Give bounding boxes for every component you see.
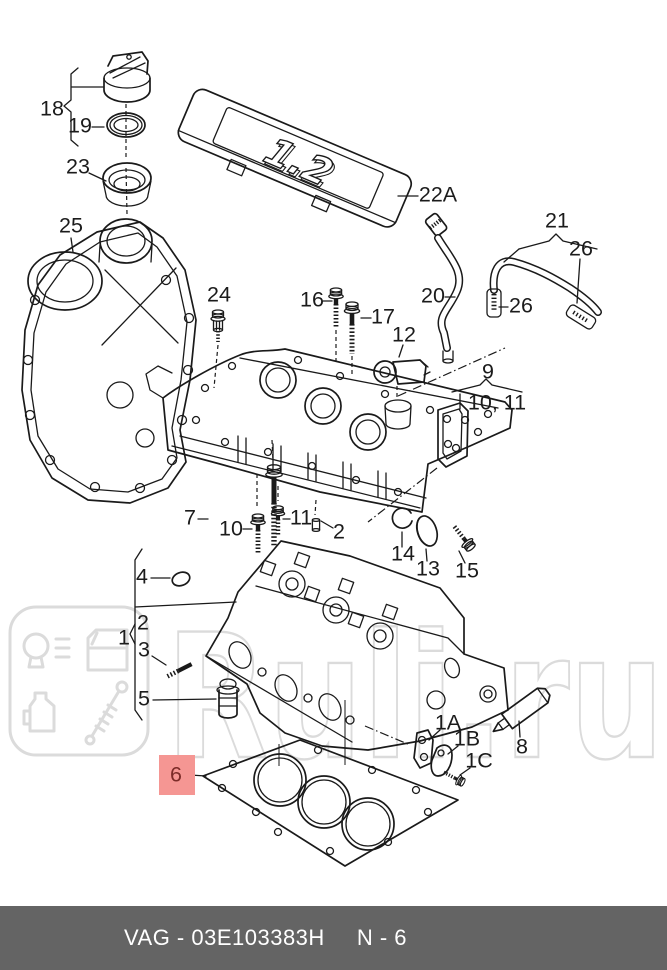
shock-absorber-icon: [84, 680, 129, 746]
plug-5: [216, 678, 240, 719]
part-label-1C[interactable]: 1C: [465, 749, 492, 773]
site-watermark-text: Ruli.ru: [166, 597, 664, 798]
part-label-11[interactable]: 11: [290, 506, 312, 530]
hose-connector-right: [565, 304, 597, 330]
catalog-page-code: N - 6: [356, 925, 407, 950]
part-label-15[interactable]: 15: [455, 559, 479, 583]
filler-opening-left: [27, 251, 103, 311]
part-label-19[interactable]: 19: [68, 114, 92, 138]
part-label-1[interactable]: 1: [118, 626, 130, 650]
part-label-26[interactable]: 26: [569, 237, 593, 261]
gasket-holes: [217, 745, 433, 856]
part-label-18[interactable]: 18: [40, 97, 64, 121]
watermark-icon-panel: [8, 605, 150, 757]
part-label-7[interactable]: 7: [184, 506, 196, 530]
watermark-layer: Ruli.ru: [8, 596, 665, 799]
sealing-plug-4: [171, 571, 191, 587]
part-label-3[interactable]: 3: [138, 638, 150, 662]
timing-cover-drawing: [21, 218, 197, 504]
part-label-2[interactable]: 2: [137, 611, 149, 635]
catalog-part-number: VAG - 03E103383H: [123, 925, 325, 950]
engine-parts-diagram: Ruli.ru: [8, 51, 665, 867]
engine-cover-drawing: 1.2 1.2: [177, 88, 413, 228]
cap-centerline-2: [125, 167, 128, 215]
list-bars-icon: [54, 637, 71, 659]
oil-filler-neck: [98, 218, 153, 264]
oring-14: [391, 507, 413, 529]
part-label-8[interactable]: 8: [516, 735, 528, 759]
part-label-14[interactable]: 14: [391, 542, 415, 566]
part-label-13[interactable]: 13: [416, 557, 440, 581]
dowel-2: [311, 517, 321, 533]
part-label-21[interactable]: 21: [545, 209, 569, 233]
camshaft-sensor-drawing: [373, 359, 431, 430]
part-label-1A[interactable]: 1A: [435, 711, 462, 735]
footer-bar: VAG - 03E103383H N - 6: [0, 906, 667, 970]
leader-lines: [63, 67, 598, 777]
oil-canister-icon: [22, 691, 56, 733]
car-door-icon: [86, 628, 129, 672]
part-label-9[interactable]: 9: [482, 360, 494, 384]
head-gasket-drawing: [202, 739, 459, 867]
part-label-5[interactable]: 5: [138, 687, 150, 711]
part-label-22A[interactable]: 22A: [419, 183, 458, 207]
timing-cover-bolt-holes: [22, 274, 195, 494]
housing-bolt-bosses: [191, 355, 493, 497]
cam-ports: [259, 361, 387, 451]
part-label-1B[interactable]: 1B: [454, 727, 480, 751]
stud-3: [166, 662, 193, 679]
cylinder-head-drawing: [205, 540, 509, 751]
bolt-15: [448, 521, 477, 553]
vent-hose-drawing: [486, 257, 602, 330]
part-label-26[interactable]: 26: [509, 294, 533, 318]
head-valve-clusters: [259, 551, 399, 650]
bolt-10: [251, 514, 265, 554]
part-label-17[interactable]: 17: [371, 305, 395, 329]
hose-connector-left: [486, 288, 502, 318]
part-label-20[interactable]: 20: [421, 284, 445, 308]
sealing-cap-13: [415, 515, 439, 547]
bolt-11: [271, 506, 284, 536]
part-label-10-11[interactable]: 10, 11: [468, 391, 526, 415]
part-label-12[interactable]: 12: [392, 323, 416, 347]
head-intake-ports: [228, 641, 355, 725]
part-label-4[interactable]: 4: [136, 565, 148, 589]
engine-size-badge: 1.2: [257, 130, 340, 195]
bolt-17: [344, 302, 359, 354]
part-label-6[interactable]: 6: [170, 763, 182, 787]
bolt-16: [329, 288, 343, 328]
part-label-10[interactable]: 10: [219, 517, 243, 541]
blanking-plate-1b: [430, 744, 453, 777]
camshaft-housing-drawing: [145, 348, 513, 513]
light-bulb-icon: [22, 632, 50, 669]
part-label-25[interactable]: 25: [59, 214, 83, 238]
bolt-24: [210, 309, 226, 342]
sealant-tube-drawing: [492, 687, 551, 733]
part-label-2[interactable]: 2: [333, 520, 345, 544]
highlighted-part-box[interactable]: [159, 755, 195, 795]
breather-hose-drawing: [424, 212, 464, 364]
part-label-23[interactable]: 23: [66, 155, 90, 179]
oil-filler-cap-drawing: [103, 51, 151, 103]
part-label-24[interactable]: 24: [207, 283, 231, 307]
part-label-16[interactable]: 16: [300, 288, 324, 312]
